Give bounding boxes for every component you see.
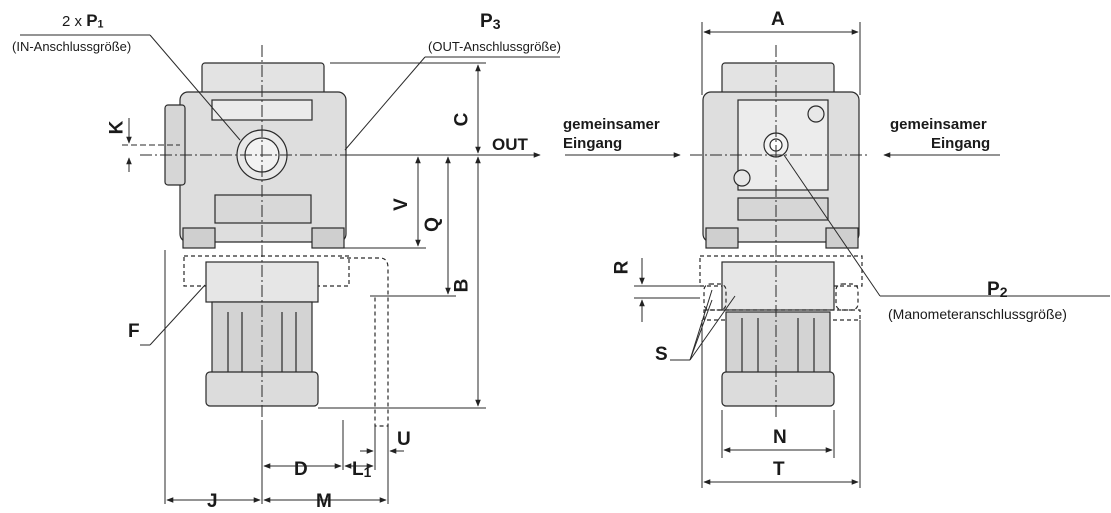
dim-t: T (773, 459, 785, 480)
inlet-right-line1: gemeinsamer (890, 116, 987, 133)
dim-c: C (451, 112, 473, 127)
p1-description: (IN-Anschlussgröße) (12, 39, 132, 54)
inlet-left-line1: gemeinsamer (563, 116, 660, 133)
out-label: OUT (492, 135, 528, 154)
inlet-right-line2: Eingang (931, 135, 991, 152)
dim-n: N (773, 427, 787, 448)
p1-label: 2 x P1 (62, 12, 104, 30)
dim-m: M (316, 491, 332, 512)
dim-u: U (397, 429, 411, 450)
dim-k: K (106, 120, 128, 135)
p2-symbol: P (987, 279, 1000, 300)
dim-a: A (771, 9, 785, 30)
p3-subscript: 3 (492, 16, 501, 33)
dim-f: F (128, 321, 140, 342)
inlet-left-line2: Eingang (563, 135, 623, 152)
dim-s: S (655, 344, 668, 365)
p3-label: P3 (480, 12, 500, 31)
p1-symbol: P (86, 11, 98, 30)
p2-subscript: 2 (999, 284, 1008, 301)
dim-l1: L1 (352, 460, 371, 480)
p1-subscript: 1 (97, 18, 104, 31)
front-knob (725, 311, 831, 375)
p2-label: P2 (987, 280, 1007, 299)
dim-r: R (611, 260, 633, 275)
l1-subscript: 1 (363, 465, 372, 481)
p3-description: (OUT-Anschlussgröße) (428, 39, 561, 54)
dim-b: B (451, 278, 473, 293)
p1-count: 2 x (62, 13, 83, 30)
p2-description: (Manometeranschlussgröße) (888, 306, 1067, 322)
side-view (164, 62, 389, 427)
dim-q: Q (421, 217, 443, 232)
dim-d: D (294, 459, 308, 480)
front-view (699, 62, 863, 407)
l1-symbol: L (352, 459, 364, 480)
dim-j: J (207, 491, 218, 512)
dim-v: V (390, 198, 412, 211)
p3-symbol: P (480, 11, 493, 32)
